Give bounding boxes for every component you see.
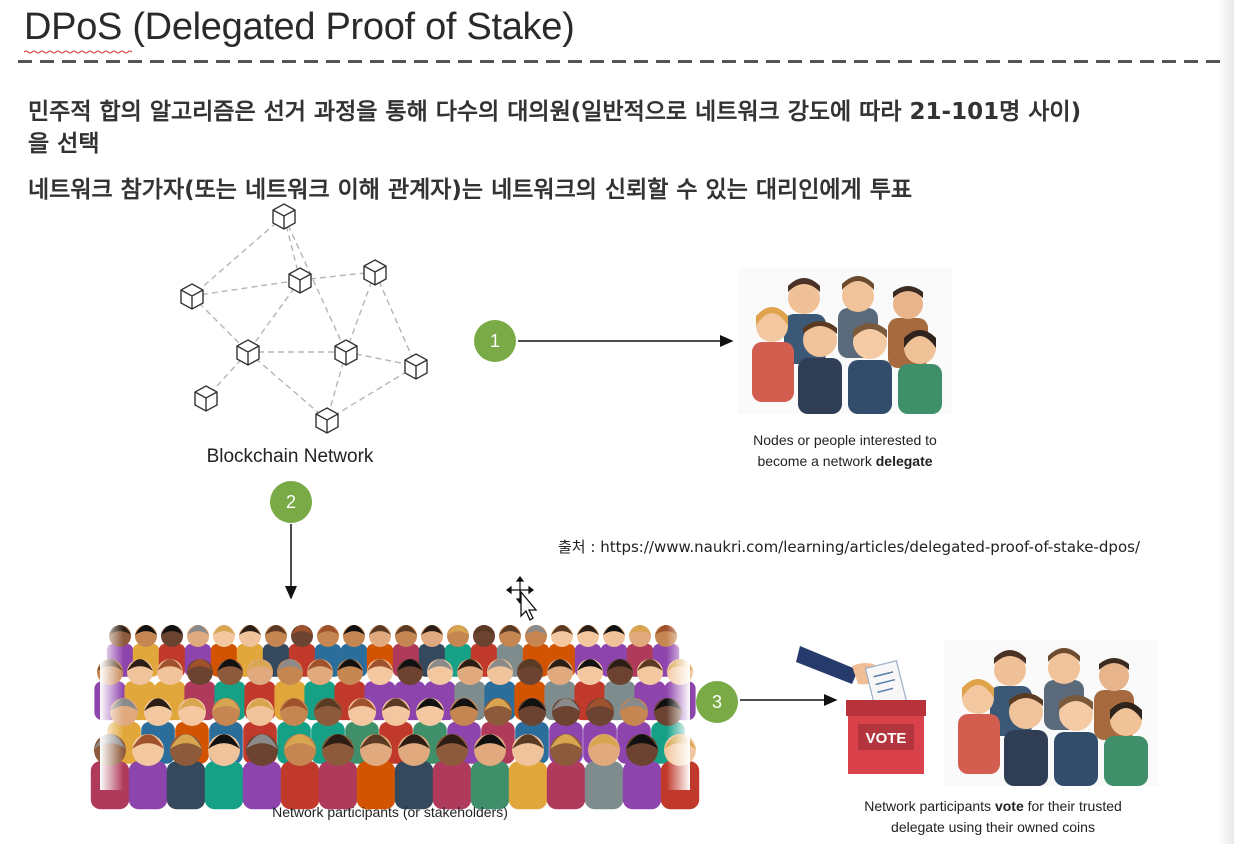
- slide-title: DPoS (Delegated Proof of Stake): [24, 6, 575, 48]
- person-icon: [848, 323, 892, 414]
- body-line-1: 민주적 합의 알고리즘은 선거 과정을 통해 다수의 대의원(일반적으로 네트워…: [28, 99, 1082, 125]
- node-cube-icon: [288, 267, 312, 294]
- node-cube-icon: [334, 339, 358, 366]
- person-icon: [898, 330, 942, 414]
- step-3-badge: 3: [696, 681, 738, 723]
- sleeve-icon: [796, 646, 858, 684]
- node-cube-icon: [315, 407, 339, 434]
- ballot-label: VOTE: [865, 730, 907, 747]
- crowd-illustration: [90, 600, 700, 810]
- node-cube-icon: [180, 283, 204, 310]
- vote-caption-line2: delegate using their owned coins: [891, 819, 1095, 835]
- person-icon: [798, 321, 842, 414]
- delegates-illustration-voted: [944, 640, 1158, 786]
- delegates-illustration: [738, 268, 952, 414]
- ballot-box-illustration: [796, 646, 926, 774]
- node-cube-icon: [194, 385, 218, 412]
- source-citation: 출처 : https://www.naukri.com/learning/art…: [558, 538, 1140, 556]
- person-icon: [752, 307, 794, 402]
- mouse-cursor-icon: [506, 576, 538, 621]
- title-divider: [18, 60, 1228, 63]
- network-label: Blockchain Network: [206, 446, 374, 467]
- body-line-2: 을 선택: [28, 131, 100, 157]
- body-line-3: 네트워크 참가자(또는 네트워크 이해 관계자)는 네트워크의 신뢰할 수 있는…: [28, 177, 913, 203]
- node-cube-icon: [236, 339, 260, 366]
- slide-edge-shadow: [1218, 0, 1234, 844]
- node-cube-icon: [404, 353, 428, 380]
- delegate-caption-line1: Nodes or people interested to: [753, 432, 937, 448]
- vote-caption-bold: vote: [994, 798, 1024, 814]
- vote-caption-post: for their trusted: [1023, 798, 1122, 814]
- step-1-badge: 1: [474, 320, 516, 362]
- step-2-badge: 2: [270, 481, 312, 523]
- delegate-caption: Nodes or people interested to become a n…: [700, 430, 990, 472]
- node-cube-icon: [363, 259, 387, 286]
- vote-caption: Network participants vote for their trus…: [800, 796, 1186, 838]
- node-cube-icon: [272, 203, 296, 230]
- vote-caption-pre: Network participants: [864, 798, 995, 814]
- delegate-caption-line2: become a network: [757, 453, 876, 469]
- spellcheck-underline: [23, 50, 133, 54]
- delegate-caption-bold: delegate: [875, 453, 933, 469]
- participants-caption: Network participants (or stakeholders): [272, 804, 508, 820]
